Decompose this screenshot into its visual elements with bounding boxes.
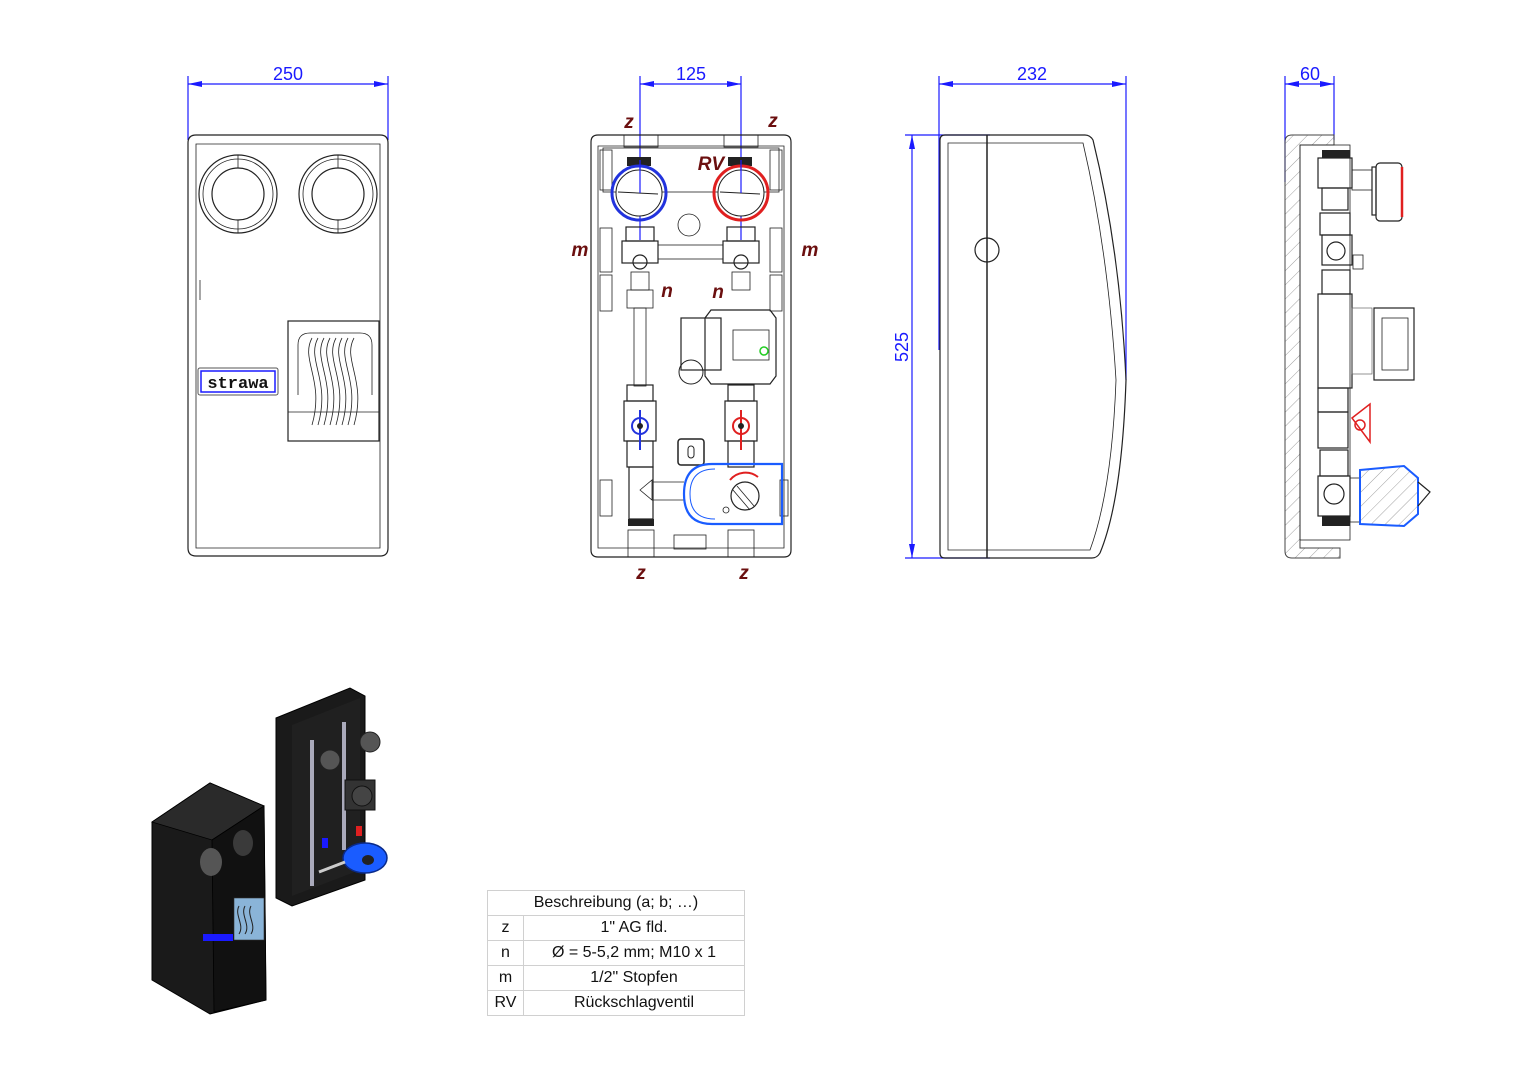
side-view-cover: 232 525 (892, 64, 1127, 559)
legend-value: 1" AG fld. (523, 915, 745, 941)
label-m-left: m (572, 240, 589, 261)
dimension-label: 232 (1017, 64, 1047, 84)
legend-value: Rückschlagventil (523, 990, 745, 1016)
label-z-top-left: z (623, 112, 634, 133)
brand-logo-text: strawa (207, 375, 268, 394)
isometric-view (151, 687, 388, 1015)
dimension-label: 250 (273, 64, 303, 84)
mixing-valve-actuator (682, 462, 784, 526)
legend-value: Ø = 5-5,2 mm; M10 x 1 (523, 940, 745, 966)
iso-cover (151, 782, 267, 1015)
ball-valve-blue (623, 384, 657, 468)
interior-view: 125 (572, 64, 819, 584)
table-row: n Ø = 5-5,2 mm; M10 x 1 (487, 940, 745, 966)
ball-valve-red (724, 384, 758, 468)
iso-interior (275, 687, 388, 907)
dimension-width-250: 250 (187, 64, 389, 140)
wave-logo-panel (287, 320, 380, 442)
legend-header-row: Beschreibung (a; b; …) (487, 890, 745, 916)
table-row: m 1/2" Stopfen (487, 965, 745, 991)
label-n-right: n (712, 282, 724, 303)
legend-key: m (487, 965, 524, 991)
label-n-left: n (661, 281, 673, 302)
table-row: z 1" AG fld. (487, 915, 745, 941)
label-z-bottom-right: z (738, 563, 749, 584)
label-m-right: m (802, 240, 819, 261)
pipe-opening-left (198, 154, 278, 234)
label-z-bottom-left: z (635, 563, 646, 584)
legend-header: Beschreibung (a; b; …) (487, 890, 745, 916)
thermometer-blue (610, 160, 668, 222)
thermometer-red (712, 160, 770, 222)
table-row: RV Rückschlagventil (487, 990, 745, 1016)
label-z-top-right: z (767, 111, 778, 132)
dimension-label: 125 (676, 64, 706, 84)
dimension-height-525: 525 (892, 134, 990, 559)
label-rv: RV (698, 154, 726, 175)
dimension-label: 525 (892, 332, 912, 362)
legend-key: n (487, 940, 524, 966)
legend-value: 1/2" Stopfen (523, 965, 745, 991)
dimension-label: 60 (1300, 64, 1320, 84)
legend-key: RV (487, 990, 524, 1016)
strawa-logo-badge: strawa (197, 367, 279, 396)
section-view: 60 (1284, 64, 1431, 559)
legend-key: z (487, 915, 524, 941)
legend-table: Beschreibung (a; b; …) z 1" AG fld. n Ø … (487, 890, 745, 1016)
dimension-width-232: 232 (938, 64, 1127, 380)
front-cover-view: 250 strawa (187, 64, 389, 557)
pipe-opening-right (298, 154, 378, 234)
circulation-pump (678, 309, 777, 385)
